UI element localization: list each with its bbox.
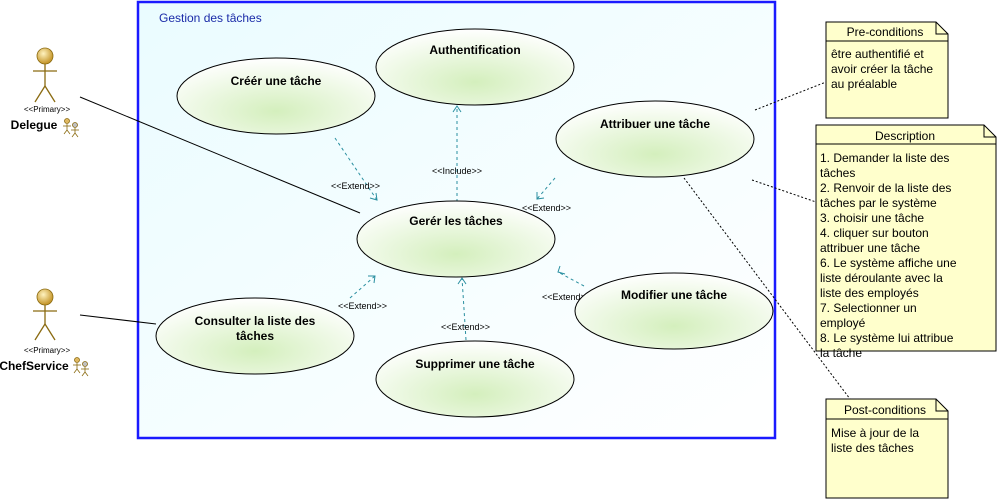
label-extend-consulter: <<Extend>>	[338, 301, 387, 311]
arrowhead-consulter	[368, 275, 376, 284]
extend-arrow-supprimer	[461, 277, 467, 341]
usecase-consulter[interactable]: Consulter la liste des tâches	[155, 297, 355, 375]
actor-head-icon	[36, 47, 54, 65]
label-extend-creer: <<Extend>>	[331, 181, 380, 191]
note-description-step: 3. choisir une tâche	[820, 211, 925, 225]
actor-delegue[interactable]: <<Primary>> Delegue	[11, 47, 79, 138]
label-include-auth: <<Include>>	[432, 166, 482, 176]
usecase-attribuer[interactable]: Attribuer une tâche	[555, 100, 755, 178]
note-link-pre	[754, 81, 827, 111]
note-pre[interactable]: Pre-conditions	[825, 21, 949, 119]
note-post-title: Post-conditions	[844, 403, 926, 417]
usecase-gerer[interactable]: Gerér les tâches	[356, 200, 556, 278]
arrowhead-auth	[452, 105, 462, 113]
actor-group-icon	[63, 118, 79, 138]
usecase-supprimer-label: Supprimer une tâche	[415, 357, 535, 371]
usecase-creer[interactable]: Créér une tâche	[176, 57, 376, 135]
note-post-line: liste des tâches	[831, 441, 914, 455]
actor-delegue-stereotype: <<Primary>>	[24, 105, 71, 114]
arrowhead-modifier	[557, 265, 566, 275]
actor-chef-stereotype: <<Primary>>	[24, 346, 71, 355]
association-delegue-gerer	[79, 96, 361, 214]
label-extend-supprimer: <<Extend>>	[441, 322, 490, 332]
note-description-step: 1. Demander la liste des tâches	[820, 151, 950, 180]
usecase-auth-label: Authentification	[429, 43, 520, 57]
usecase-consulter-label-2: tâches	[236, 329, 274, 343]
note-description-title: Description	[875, 129, 935, 143]
note-pre-line: avoir créer la tâche	[831, 62, 934, 76]
note-post[interactable]: Post-conditions	[825, 398, 949, 499]
extend-arrow-attribuer	[536, 177, 556, 200]
association-chef-consulter	[79, 314, 157, 325]
label-extend-modifier: <<Extend>>	[542, 292, 591, 302]
note-pre-line: au préalable	[831, 77, 898, 91]
usecase-attribuer-label: Attribuer une tâche	[600, 117, 710, 131]
arrowhead-creer	[369, 192, 378, 201]
note-pre-title: Pre-conditions	[847, 25, 924, 39]
arrowhead-supprimer	[457, 277, 467, 285]
usecase-modifier-label: Modifier une tâche	[621, 288, 727, 302]
note-description-step: 6. Le système affiche une liste déroulan…	[820, 256, 957, 300]
note-description-step: 7. Selectionner un employé	[820, 301, 917, 330]
extend-arrow-creer	[334, 137, 378, 201]
note-description-step: 8. Le système lui attribue la tâche	[820, 331, 954, 360]
usecase-gerer-label: Gerér les tâches	[409, 214, 503, 228]
usecase-modifier[interactable]: Modifier une tâche	[574, 272, 774, 350]
label-extend-attribuer: <<Extend>>	[522, 203, 571, 213]
note-description-step: 2. Renvoir de la liste des tâches par le…	[820, 181, 952, 210]
arrowhead-attribuer	[536, 192, 545, 200]
note-link-description	[751, 179, 817, 203]
note-post-line: Mise à jour de la	[831, 426, 920, 440]
note-description[interactable]: Description	[815, 124, 997, 352]
usecase-auth[interactable]: Authentification	[375, 28, 575, 106]
actor-chef[interactable]: <<Primary>> ChefService	[0, 288, 89, 377]
actor-head-icon	[36, 288, 54, 306]
note-pre-line: être authentifié et	[831, 47, 924, 61]
note-description-step: 4. cliquer sur bouton attribuer une tâch…	[820, 226, 929, 255]
actor-chef-name: ChefService	[0, 359, 69, 373]
system-title: Gestion des tâches	[159, 11, 262, 25]
usecase-creer-label: Créér une tâche	[231, 74, 322, 88]
actor-delegue-name: Delegue	[11, 118, 58, 132]
extend-arrow-modifier	[557, 271, 585, 287]
usecase-supprimer[interactable]: Supprimer une tâche	[375, 340, 575, 418]
actor-group-icon	[73, 357, 89, 377]
usecase-consulter-label-1: Consulter la liste des	[195, 314, 316, 328]
